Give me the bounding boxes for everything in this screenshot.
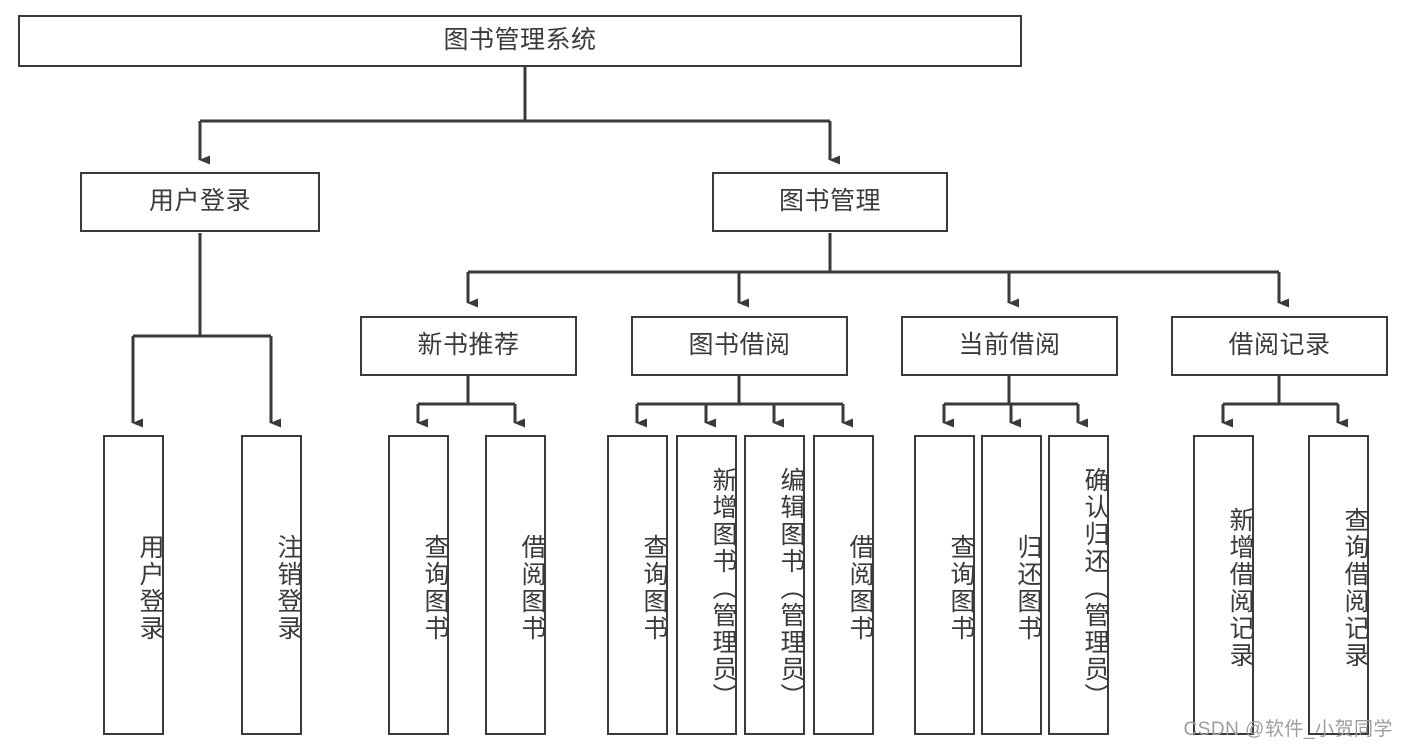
node-borrow-record[interactable]: 借阅记录 [1171,316,1388,376]
node-label: 图书管理 [778,187,881,216]
node-leaf-query-book-2[interactable]: 查询图书 [607,435,668,735]
node-book-manage[interactable]: 图书管理 [712,172,948,232]
node-leaf-edit-book[interactable]: 编辑图书（管理员） [744,435,805,735]
node-leaf-query-book-1[interactable]: 查询图书 [388,435,449,735]
node-leaf-borrow-book-1[interactable]: 借阅图书 [485,435,546,735]
node-user-login[interactable]: 用户登录 [80,172,320,232]
node-leaf-query-record[interactable]: 查询借阅记录 [1308,435,1369,735]
node-label: 查询图书 [947,534,975,642]
node-leaf-logout-login[interactable]: 注销登录 [241,435,302,735]
node-leaf-return-book[interactable]: 归还图书 [981,435,1042,735]
node-leaf-add-book[interactable]: 新增图书（管理员） [676,435,737,735]
node-leaf-confirm-return[interactable]: 确认归还（管理员） [1048,435,1109,735]
node-label: 确认归还（管理员） [1081,466,1109,710]
node-label: 用户登录 [136,534,164,642]
node-label: 用户登录 [148,187,251,216]
node-label: 注销登录 [274,534,302,642]
node-label: 编辑图书（管理员） [777,466,805,710]
node-leaf-user-login[interactable]: 用户登录 [103,435,164,735]
node-label: 借阅图书 [518,534,546,642]
node-label: 图书借阅 [688,331,791,360]
node-label: 图书管理系统 [443,26,597,55]
node-current-borrow[interactable]: 当前借阅 [901,316,1118,376]
node-label: 查询图书 [421,534,449,642]
node-label: 新增借阅记录 [1226,507,1254,669]
node-leaf-borrow-book-2[interactable]: 借阅图书 [813,435,874,735]
node-label: 新增图书（管理员） [709,466,737,710]
node-label: 新书推荐 [417,331,520,360]
node-leaf-add-record[interactable]: 新增借阅记录 [1193,435,1254,735]
node-book-borrow[interactable]: 图书借阅 [631,316,848,376]
node-label: 查询图书 [640,534,668,642]
node-label: 当前借阅 [958,331,1061,360]
node-leaf-query-book-3[interactable]: 查询图书 [914,435,975,735]
node-label: 归还图书 [1014,534,1042,642]
node-label: 查询借阅记录 [1341,507,1369,669]
csdn-watermark: CSDN @软件_小贺同学 [1183,719,1393,740]
node-new-book-recommend[interactable]: 新书推荐 [360,316,577,376]
node-label: 借阅图书 [846,534,874,642]
node-label: 借阅记录 [1228,331,1331,360]
node-root-system[interactable]: 图书管理系统 [18,15,1022,67]
